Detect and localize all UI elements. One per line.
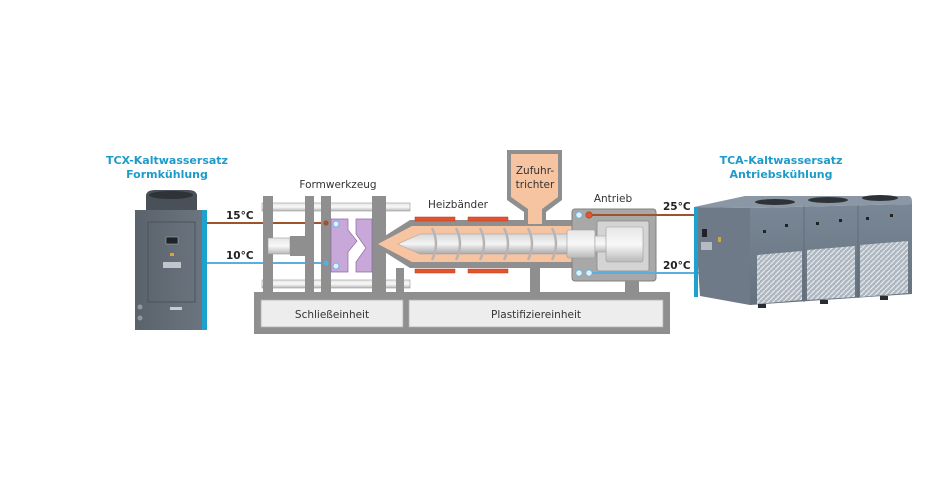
drive-support [625,281,639,292]
hopper-label-line2: trichter [516,179,555,191]
screw-flights [430,227,558,261]
tca-title-line1: TCA-Kaltwassersatz [720,154,843,167]
cooling-port-icon [575,211,583,219]
tca-return-temp: 20°C [663,260,691,272]
latch-icon [785,224,788,227]
switch-icon [718,237,721,242]
warm-connector-icon [323,220,329,226]
heater-band [414,216,456,222]
machine-base: Schließeinheit Plastifiziereinheit [254,292,670,334]
tie-bar-top [261,202,411,212]
mold-label: Formwerkzeug [299,179,376,191]
moving-platen-a [305,196,314,292]
brand-logo [701,242,712,250]
heater-label: Heizbänder [428,199,489,211]
drive-shaft [594,235,608,253]
cooling-port-icon [332,262,340,270]
tca-chiller: TCA-Kaltwassersatz Antriebskühlung [694,154,912,308]
tcx-title-line1: TCX-Kaltwassersatz [106,154,228,167]
mold-half-moving [330,218,358,273]
brand-logo [163,262,181,268]
tcx-return-temp: 10°C [226,250,254,262]
condenser-grille [860,241,908,297]
clamp-cylinder [267,237,291,255]
fan-icon [149,191,193,199]
tcx-panel [147,221,196,303]
tca-front [694,207,750,305]
heater-band [467,268,509,274]
heater-band [467,216,509,222]
fan-icon [862,195,898,201]
tcx-body [135,210,207,330]
fan-icon [808,197,848,203]
condenser-grille [757,251,802,304]
tca-supply-temp: 25°C [663,201,691,213]
port-icon [137,304,143,310]
tie-bar-bottom [261,279,411,289]
foot [820,300,828,304]
hopper [511,154,558,224]
tca-top [694,196,912,208]
cold-connector-icon [585,269,593,277]
port-icon [137,315,143,321]
drive-unit: Antrieb [566,193,657,292]
fan-icon [755,199,795,205]
latch-icon [866,217,869,220]
cold-connector-icon [323,260,329,266]
mold-half-fixed [355,218,373,273]
barrel-support [396,268,404,292]
foot [758,304,766,308]
clamp-ram [290,236,306,256]
tca-title-line2: Antriebskühlung [730,168,833,181]
foot [880,296,888,300]
latch-icon [816,222,819,225]
tcx-supply-temp: 15°C [226,210,254,222]
plasticizing-unit: Heizbänder Zufuhr- trichter [372,150,580,292]
motor [605,226,644,263]
tcx-blue-stripe [202,210,207,330]
plasticizing-unit-label: Plastifiziereinheit [491,309,581,321]
clamping-unit-box [260,299,404,328]
vent-slot [170,307,182,310]
plasticizing-unit-box [408,299,664,328]
warm-connector-icon [585,211,593,219]
tca-blue-stripe [694,207,698,297]
latch-icon [890,214,893,217]
tcx-chiller: TCX-Kaltwassersatz Formkühlung [106,154,228,330]
display-icon [165,236,179,245]
latch-icon [839,219,842,222]
clamping-unit-label: Schließeinheit [295,309,369,321]
coupling [566,229,596,259]
switch-icon [170,253,174,256]
heater-band [414,268,456,274]
condenser-grille [807,246,855,300]
hopper-label-line1: Zufuhr- [516,165,554,177]
barrel-support [530,268,540,292]
moving-platen-b [321,196,331,292]
latch-icon [763,230,766,233]
display-icon [702,229,707,237]
right-pipes: 25°C 20°C [592,201,700,274]
drive-label: Antrieb [594,193,633,205]
cooling-port-icon [332,220,340,228]
cooling-port-icon [575,269,583,277]
tcx-title-line2: Formkühlung [126,168,208,181]
